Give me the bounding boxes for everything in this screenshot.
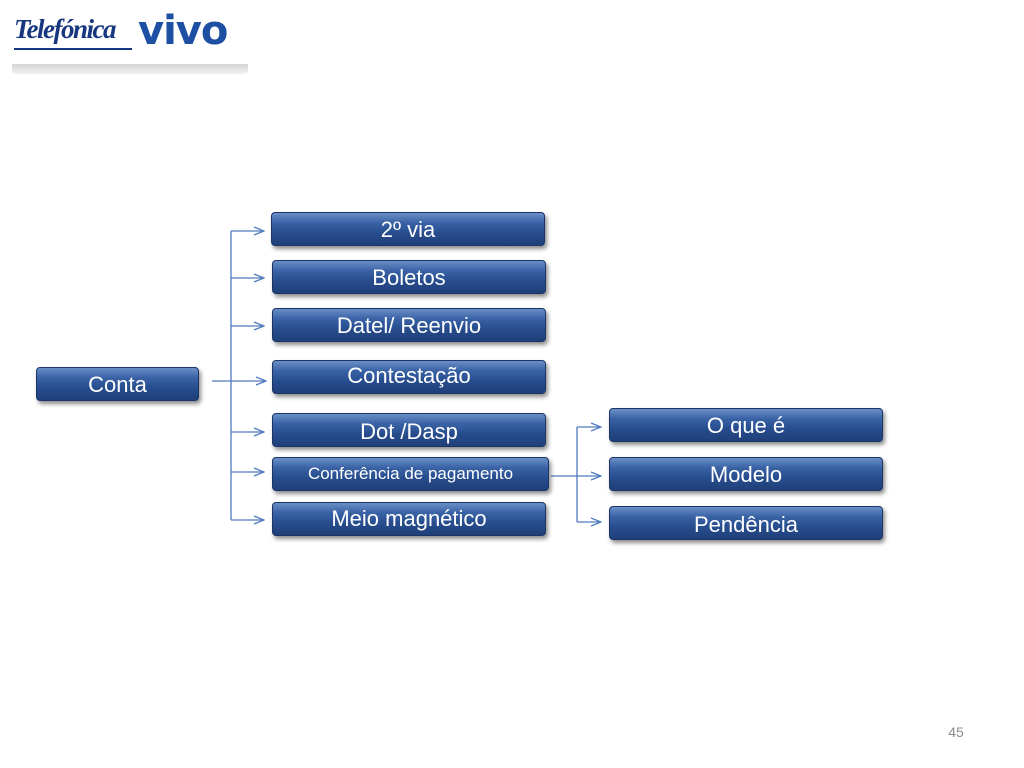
logo-telefonica-vivo bbox=[12, 8, 248, 64]
logo-telefonica-text: Telefónica bbox=[14, 14, 116, 44]
logo-vivo-text: vivo bbox=[138, 8, 228, 54]
node-conferencia-pagamento: Conferência de pagamento bbox=[272, 457, 549, 491]
node-pendencia: Pendência bbox=[609, 506, 883, 540]
node-dot-dasp: Dot /Dasp bbox=[272, 413, 546, 447]
node-datel-reenvio: Datel/ Reenvio bbox=[272, 308, 546, 342]
logo-underline bbox=[14, 48, 132, 50]
node-conta: Conta bbox=[36, 367, 199, 401]
node-2via: 2º via bbox=[271, 212, 545, 246]
node-contestacao: Contestação bbox=[272, 360, 546, 394]
node-o-que-e: O que é bbox=[609, 408, 883, 442]
node-modelo: Modelo bbox=[609, 457, 883, 491]
node-boletos: Boletos bbox=[272, 260, 546, 294]
page-number: 45 bbox=[948, 724, 964, 740]
node-meio-magnetico: Meio magnético bbox=[272, 502, 546, 536]
